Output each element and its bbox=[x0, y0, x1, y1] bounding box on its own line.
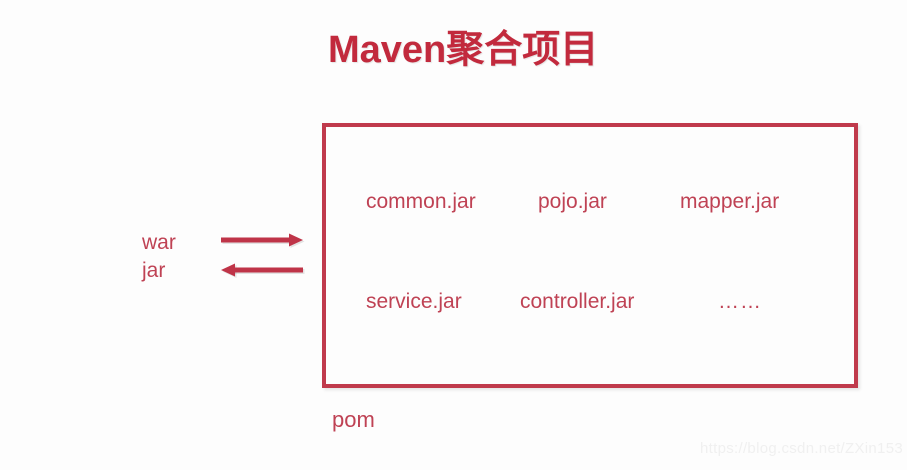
module-label-service: service.jar bbox=[366, 290, 462, 313]
module-label-common: common.jar bbox=[366, 190, 476, 213]
packaging-label-war: war bbox=[142, 231, 176, 254]
module-label-ellipsis: …… bbox=[718, 290, 762, 313]
arrow-right-icon bbox=[221, 233, 305, 248]
module-label-controller: controller.jar bbox=[520, 290, 635, 313]
module-label-mapper: mapper.jar bbox=[680, 190, 780, 213]
pom-packaging-label: pom bbox=[332, 407, 375, 432]
watermark-text: https://blog.csdn.net/ZXin153 bbox=[700, 440, 903, 457]
aggregate-project-box bbox=[322, 123, 858, 388]
module-label-pojo: pojo.jar bbox=[538, 190, 607, 213]
packaging-label-jar: jar bbox=[142, 259, 166, 282]
arrow-left-icon bbox=[221, 263, 305, 278]
page-title: Maven聚合项目 bbox=[328, 29, 599, 71]
